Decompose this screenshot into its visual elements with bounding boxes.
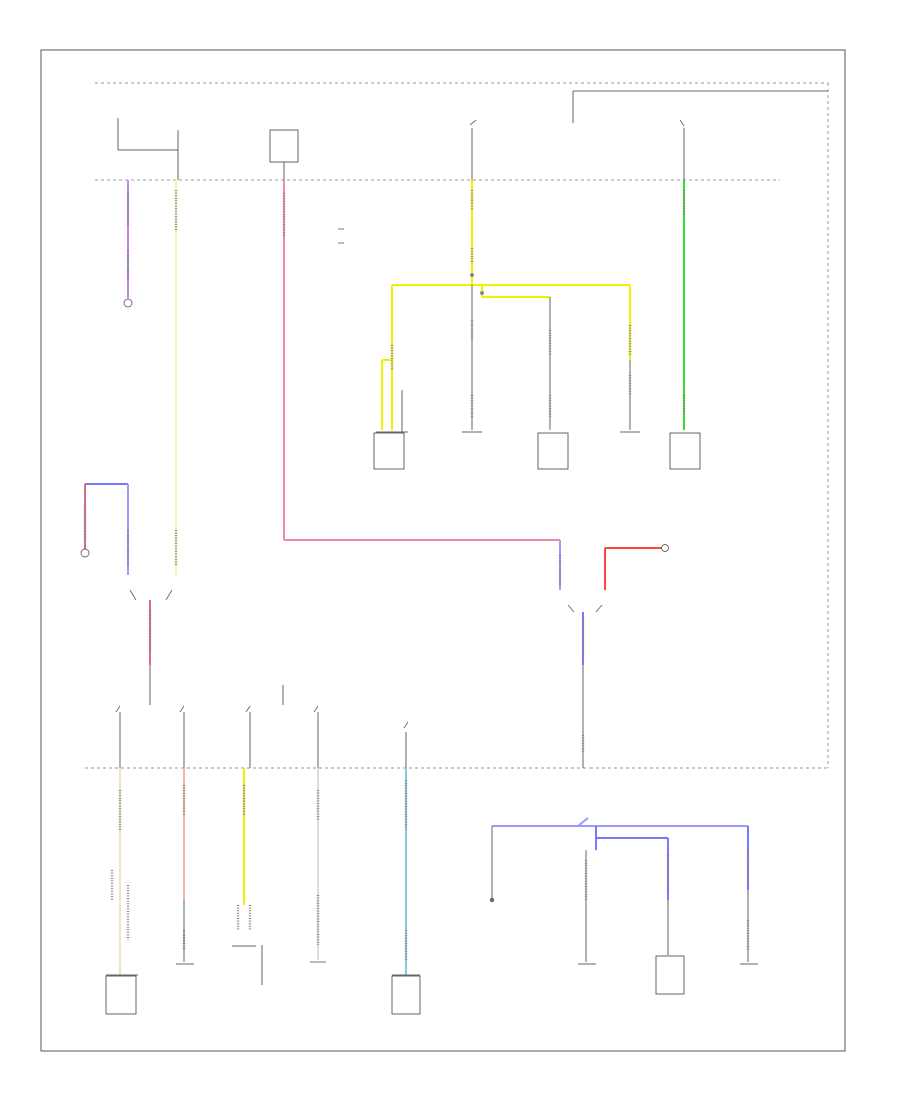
module-outline	[95, 82, 829, 769]
mid-component-5	[669, 432, 701, 470]
mid-component-3	[537, 432, 569, 470]
yellow-wire-tree	[381, 180, 632, 432]
left-ground-loop	[80, 483, 130, 575]
legend	[338, 228, 344, 244]
bottom-component-1	[105, 974, 138, 1015]
lower-wires	[110, 768, 408, 985]
top-node-1	[117, 118, 179, 180]
top-node-3	[469, 119, 477, 180]
diagram-frame	[40, 49, 846, 1052]
top-node-4	[679, 119, 685, 180]
pink-red-wire	[282, 180, 562, 590]
lower-fuses	[115, 685, 409, 768]
lower-blue-bus	[489, 817, 750, 962]
mid-component-1	[373, 431, 408, 470]
bottom-component-5	[391, 974, 421, 1015]
right-splice	[567, 544, 669, 768]
bottom-component-8	[655, 955, 685, 995]
violet-wire	[123, 180, 133, 308]
left-splice	[129, 589, 173, 705]
top-node-2	[269, 129, 299, 180]
